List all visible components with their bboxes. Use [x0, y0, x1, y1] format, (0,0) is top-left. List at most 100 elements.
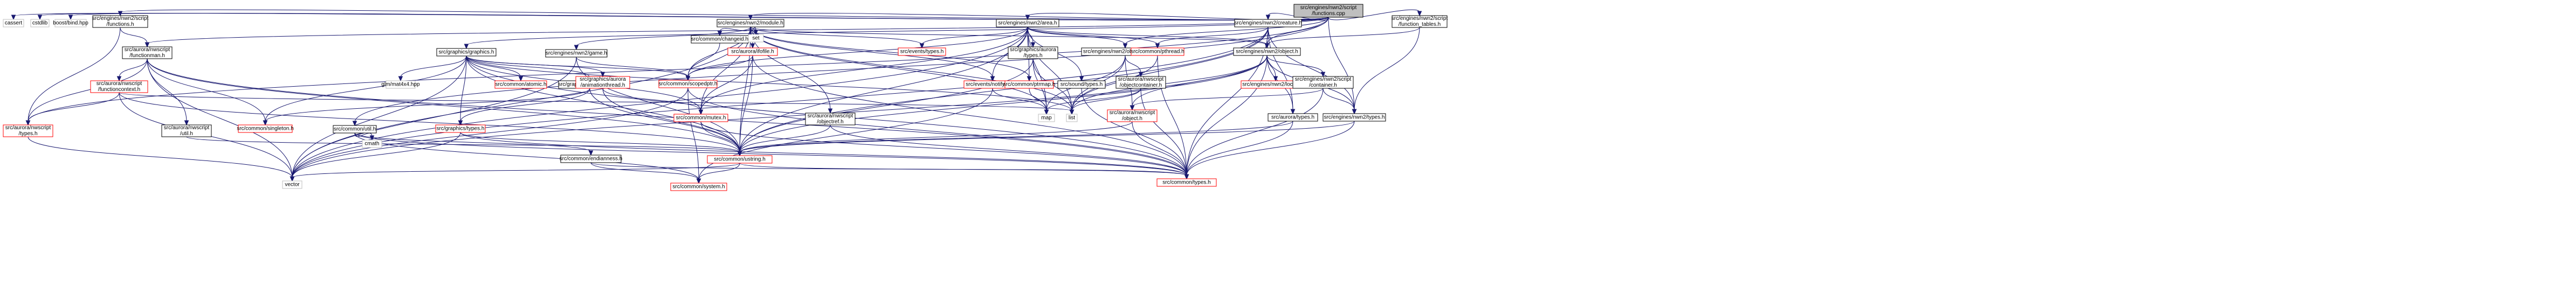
node-graphicsh[interactable]: src/graphics/graphics.h [436, 48, 497, 57]
node-label: /functions.cpp [1312, 11, 1345, 17]
node-box [1234, 19, 1302, 27]
edge-module-to-nwn2game [574, 26, 751, 51]
node-area[interactable]: src/engines/nwn2/area.h [996, 19, 1059, 27]
node-functiontables[interactable]: src/engines/nwn2/script/function_tables.… [1392, 15, 1448, 28]
node-label: src/engines/nwn2/module.h [718, 20, 783, 26]
edge-nwn2types-to-ustring [737, 121, 1355, 157]
node-nwn2scriptcontainer[interactable]: src/engines/nwn2/script/container.h [1292, 76, 1354, 89]
node-systemh[interactable]: src/common/system.h [670, 183, 727, 191]
node-label: boost/bind.hpp [53, 20, 88, 26]
node-root[interactable]: src/engines/nwn2/script/functions.cpp [1293, 4, 1363, 18]
node-eventstypes[interactable]: src/events/types.h [898, 47, 946, 56]
node-gfxaurtypes[interactable]: src/graphics/aurora/types.h [1008, 46, 1058, 59]
node-box [707, 155, 773, 164]
node-box [727, 47, 778, 56]
edge-nwn2object-to-commontypes [1184, 55, 1268, 180]
edge-nwn2object-to-location [1266, 55, 1278, 82]
node-animthread[interactable]: src/graphics/aurora/animationthread.h [575, 76, 630, 89]
node-functionman[interactable]: src/aurora/nwscript/functionman.h [122, 46, 173, 59]
edge-scopedptr-to-systemh [687, 87, 701, 184]
node-label: vector [285, 182, 300, 188]
node-ptrmap[interactable]: src/common/ptrmap.h [1003, 80, 1056, 89]
node-pthreadh[interactable]: src/common/pthread.h [1131, 47, 1184, 56]
node-box [898, 47, 946, 56]
edge-graphicsh-to-graphicstypes [458, 55, 467, 126]
node-label: /objectref.h [817, 119, 843, 125]
node-aurtypes[interactable]: src/aurora/types.h [1268, 113, 1318, 122]
edge-nwtypes-to-vector [27, 136, 295, 182]
edge-graphicsh-to-atomic [466, 55, 524, 82]
node-nwn2game[interactable]: src/engines/nwn2/game.h [545, 49, 608, 58]
node-label: src/aurora/ifofile.h [731, 49, 774, 55]
edge-nwobject-to-ustring [737, 121, 1133, 157]
node-nwobject[interactable]: src/aurora/nwscript/object.h [1107, 109, 1158, 122]
edge-graphicsh-to-ustring [466, 55, 742, 157]
edge-ustring-to-vector [290, 163, 740, 182]
node-ifofile[interactable]: src/aurora/ifofile.h [727, 47, 778, 56]
node-box [282, 180, 302, 189]
node-creature[interactable]: src/engines/nwn2/creature.h [1234, 19, 1302, 27]
node-nwobjcontainer[interactable]: src/aurora/nwscript/objectcontainer.h [1115, 76, 1166, 89]
node-changeid[interactable]: src/common/changeid.h [691, 35, 749, 44]
node-singleton[interactable]: src/common/singleton.h [237, 124, 294, 133]
node-label: cmath [364, 141, 379, 147]
edge-pthreadh-to-commontypes [1157, 55, 1189, 180]
node-label: src/common/singleton.h [237, 126, 294, 132]
node-label: src/common/system.h [672, 184, 725, 190]
node-label: src/common/endianness.h [560, 156, 623, 162]
node-box [1323, 113, 1386, 122]
node-label: /function_tables.h [1399, 22, 1441, 27]
node-label: src/aurora/nwscript [125, 47, 170, 53]
node-box [748, 34, 764, 43]
node-label: map [1041, 115, 1052, 121]
edge-functioncontext-to-nwtypes [25, 92, 120, 126]
node-nwutil[interactable]: src/aurora/nwscript/util.h [161, 124, 212, 137]
node-ustring[interactable]: src/common/ustring.h [707, 155, 773, 164]
node-label: src/engines/nwn2/script [1392, 16, 1448, 22]
node-label: set [752, 36, 760, 41]
node-label: src/common/scopedptr.h [659, 81, 718, 87]
edge-nwn2object-to-nwn2scriptcontainer [1266, 55, 1326, 78]
node-box [90, 80, 148, 93]
node-nwn2functions[interactable]: src/engines/nwn2/script/functions.h [92, 15, 149, 28]
node-utilh[interactable]: src/common/util.h [333, 125, 377, 134]
node-label: src/aurora/nwscript [164, 125, 210, 131]
edge-ustring-to-systemh [696, 163, 740, 184]
node-label: src/aurora/nwscript [1110, 110, 1155, 116]
node-soundtypes[interactable]: src/sound/types.h [1057, 80, 1106, 89]
node-atomic[interactable]: src/common/atomic.h [494, 80, 547, 89]
edge-area-to-scopedptr [685, 26, 1028, 81]
node-module[interactable]: src/engines/nwn2/module.h [717, 19, 784, 27]
node-label: src/aurora/nwscript [1118, 76, 1164, 82]
node-list: list [1066, 114, 1078, 122]
node-commontypes[interactable]: src/common/types.h [1156, 178, 1217, 187]
node-functioncontext[interactable]: src/aurora/nwscript/functioncontext.h [90, 80, 148, 93]
edge-nwutil-to-ustring [186, 136, 742, 157]
node-label: /animationthread.h [581, 82, 625, 88]
node-nwtypes[interactable]: src/aurora/nwscript/types.h [3, 124, 53, 137]
edge-area-to-eventstypes [919, 26, 1028, 49]
edge-nwn2game-to-vector [290, 57, 577, 182]
edge-module-to-vector [290, 26, 751, 182]
edge-nwn2object-to-vector [290, 55, 1268, 182]
node-box [996, 19, 1059, 27]
node-endianness[interactable]: src/common/endianness.h [560, 155, 623, 163]
node-nwn2object[interactable]: src/engines/nwn2/object.h [1233, 47, 1301, 56]
node-box [1268, 113, 1318, 122]
node-box [575, 76, 630, 89]
edge-area-to-ustring [737, 26, 1028, 157]
node-scopedptr[interactable]: src/common/scopedptr.h [658, 80, 718, 88]
node-label: /container.h [1309, 82, 1337, 88]
node-nwn2types[interactable]: src/engines/nwn2/types.h [1323, 113, 1386, 122]
node-label: src/engines/nwn2/script [1295, 76, 1352, 82]
node-mutex[interactable]: src/common/mutex.h [673, 114, 728, 122]
edge-changeid-to-scopedptr [685, 43, 720, 81]
node-label: src/engines/nwn2/script [92, 16, 149, 22]
node-label: src/graphics/aurora [580, 76, 626, 82]
dependency-edges [11, 9, 1422, 184]
node-label: src/engines/nwn2/types.h [1324, 115, 1385, 121]
edge-graphicstypes-to-ustring [460, 132, 742, 157]
node-graphicstypes[interactable]: src/graphics/types.h [435, 124, 486, 133]
edge-functiontables-to-nwn2object [1264, 27, 1420, 49]
node-objectref[interactable]: src/aurora/nwscript/objectref.h [805, 113, 856, 125]
